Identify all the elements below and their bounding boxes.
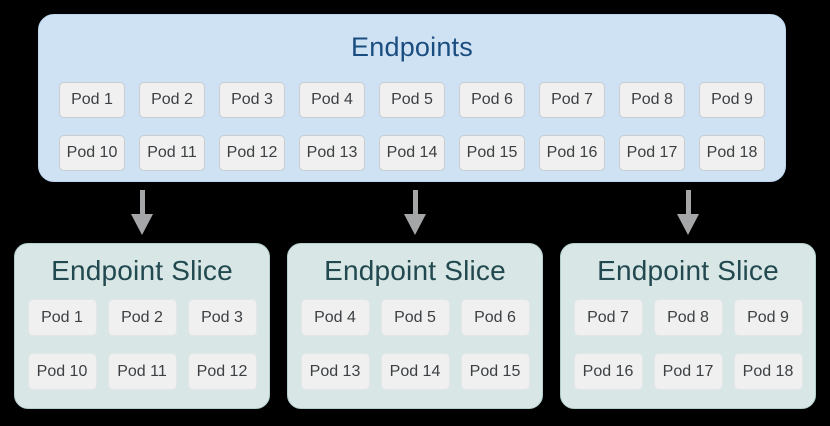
arrow-head-icon	[131, 214, 153, 235]
pod-box: Pod 14	[379, 135, 445, 171]
endpoints-box: Endpoints Pod 1 Pod 2 Pod 3 Pod 4 Pod 5 Pod 6…	[38, 14, 786, 182]
pod-box: Pod 6	[460, 299, 530, 336]
endpoints-title: Endpoints	[351, 32, 473, 62]
slice-2-pod-row-2: Pod 13 Pod 14 Pod 15	[288, 353, 542, 390]
pod-box: Pod 11	[107, 353, 177, 390]
slice-3-pod-row-1: Pod 7 Pod 8 Pod 9	[561, 299, 815, 336]
pod-box: Pod 13	[300, 353, 370, 390]
pod-box: Pod 6	[459, 82, 525, 118]
pod-box: Pod 15	[459, 135, 525, 171]
pod-box: Pod 3	[187, 299, 257, 336]
slice-3-pod-row-2: Pod 16 Pod 17 Pod 18	[561, 353, 815, 390]
arrow-head-icon	[404, 214, 426, 235]
flow-arrow-down-3	[677, 190, 699, 235]
flow-arrow-down-1	[131, 190, 153, 235]
pod-box: Pod 13	[299, 135, 365, 171]
pod-box: Pod 4	[299, 82, 365, 118]
arrow-stem	[412, 190, 418, 214]
endpoints-pod-row-1: Pod 1 Pod 2 Pod 3 Pod 4 Pod 5 Pod 6 Pod 7 Pod 8…	[39, 82, 785, 118]
pod-box: Pod 10	[27, 353, 97, 390]
pod-box: Pod 16	[539, 135, 605, 171]
pod-box: Pod 11	[139, 135, 205, 171]
arrow-stem	[139, 190, 145, 214]
pod-box: Pod 5	[379, 82, 445, 118]
pod-box: Pod 16	[573, 353, 643, 390]
arrow-head-icon	[677, 214, 699, 235]
slice-1-pod-row-1: Pod 1 Pod 2 Pod 3	[15, 299, 269, 336]
arrow-stem	[685, 190, 691, 214]
pod-box: Pod 8	[619, 82, 685, 118]
endpoint-slice-title: Endpoint Slice	[51, 255, 233, 286]
pod-box: Pod 17	[653, 353, 723, 390]
pod-box: Pod 17	[619, 135, 685, 171]
pod-box: Pod 12	[219, 135, 285, 171]
pod-box: Pod 9	[699, 82, 765, 118]
pod-box: Pod 3	[219, 82, 285, 118]
pod-box: Pod 5	[380, 299, 450, 336]
pod-box: Pod 4	[300, 299, 370, 336]
pod-box: Pod 7	[573, 299, 643, 336]
pod-box: Pod 2	[139, 82, 205, 118]
pod-box: Pod 7	[539, 82, 605, 118]
slice-1-pod-row-2: Pod 10 Pod 11 Pod 12	[15, 353, 269, 390]
pod-box: Pod 1	[27, 299, 97, 336]
pod-box: Pod 18	[733, 353, 803, 390]
pod-box: Pod 10	[59, 135, 125, 171]
endpoints-pod-row-2: Pod 10 Pod 11 Pod 12 Pod 13 Pod 14 Pod 15 Pod …	[39, 135, 785, 171]
pod-box: Pod 14	[380, 353, 450, 390]
endpoint-slice-title: Endpoint Slice	[324, 255, 506, 286]
endpoint-slice-title: Endpoint Slice	[597, 255, 779, 286]
pod-box: Pod 9	[733, 299, 803, 336]
pod-box: Pod 2	[107, 299, 177, 336]
slice-2-pod-row-1: Pod 4 Pod 5 Pod 6	[288, 299, 542, 336]
pod-box: Pod 1	[59, 82, 125, 118]
flow-arrow-down-2	[404, 190, 426, 235]
pod-box: Pod 18	[699, 135, 765, 171]
pod-box: Pod 12	[187, 353, 257, 390]
pod-box: Pod 15	[460, 353, 530, 390]
pod-box: Pod 8	[653, 299, 723, 336]
